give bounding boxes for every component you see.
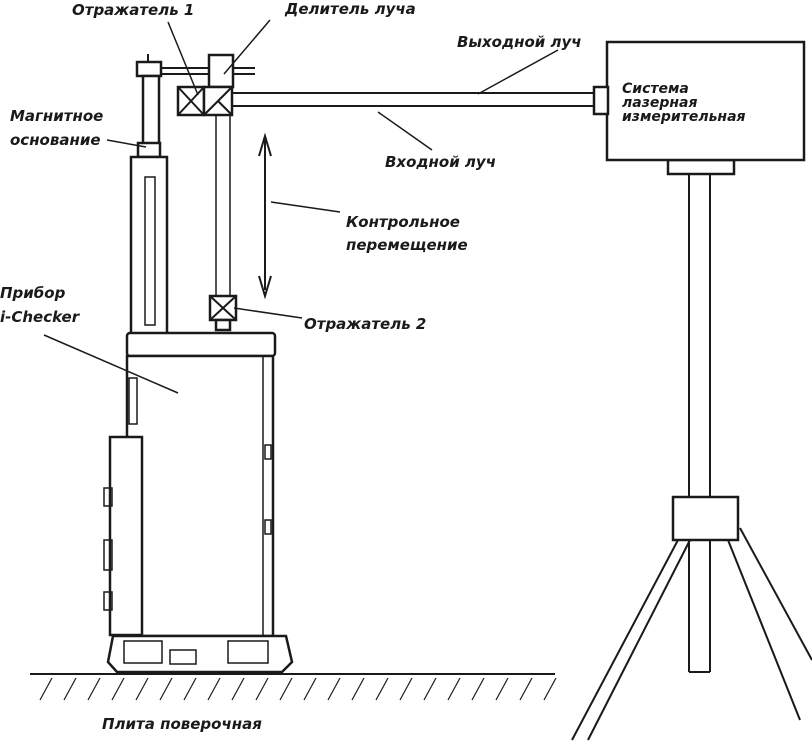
label-output-beam: Выходной луч [457, 33, 582, 51]
hatch-mark [135, 677, 149, 701]
hatch-mark [183, 677, 197, 701]
hatch-mark [231, 677, 245, 701]
hatch-mark [327, 677, 341, 701]
hatch-mark [399, 677, 413, 701]
hatch-mark [159, 677, 173, 701]
hatch-mark [471, 677, 485, 701]
hatch-mark [495, 677, 509, 701]
hatch-mark [423, 677, 437, 701]
hatch-mark [39, 677, 53, 701]
leader-lines [43, 19, 559, 394]
label-laser-system-line3: измерительная [622, 109, 746, 125]
hatch-mark [351, 677, 365, 701]
label-control-move-line2: перемещение [346, 236, 468, 254]
label-magnetic-base-line2: основание [10, 131, 101, 149]
label-device-line1: Прибор [0, 284, 66, 302]
label-device-line2: i-Checker [0, 308, 81, 326]
label-beam-splitter: Делитель луча [284, 0, 416, 18]
hatch-mark [375, 677, 389, 701]
magnetic-base-column [129, 54, 255, 337]
labels: Отражатель 1 Делитель луча Выходной луч … [0, 0, 746, 733]
label-magnetic-base-line1: Магнитное [10, 107, 103, 125]
hatch-mark [543, 677, 557, 701]
hatch-mark [111, 677, 125, 701]
beam-splitter-assembly [202, 53, 235, 117]
i-checker-device [103, 331, 294, 674]
label-surface-plate: Плита поверочная [102, 715, 262, 733]
surface-plate [30, 673, 557, 701]
hatch-mark [519, 677, 533, 701]
label-laser-system-line1: Система [622, 81, 689, 97]
label-input-beam: Входной луч [385, 153, 496, 171]
hatch-mark [207, 677, 221, 701]
reflector-2-assembly [208, 294, 238, 332]
label-control-move-line1: Контрольное [346, 213, 460, 231]
hatch-mark [279, 677, 293, 701]
surface-plate-hatching [39, 677, 557, 701]
laser-measurement-system [592, 40, 806, 162]
tripod [571, 158, 812, 741]
hatch-mark [447, 677, 461, 701]
hatch-mark [255, 677, 269, 701]
laser-beams [215, 92, 594, 296]
label-reflector-2: Отражатель 2 [304, 315, 426, 333]
label-reflector-1: Отражатель 1 [72, 1, 194, 19]
hatch-mark [87, 677, 101, 701]
hatch-mark [303, 677, 317, 701]
reflector-1-assembly [176, 85, 206, 117]
hatch-mark [63, 677, 77, 701]
control-movement-arrow [258, 132, 272, 300]
label-laser-system-line2: лазерная [622, 95, 697, 111]
